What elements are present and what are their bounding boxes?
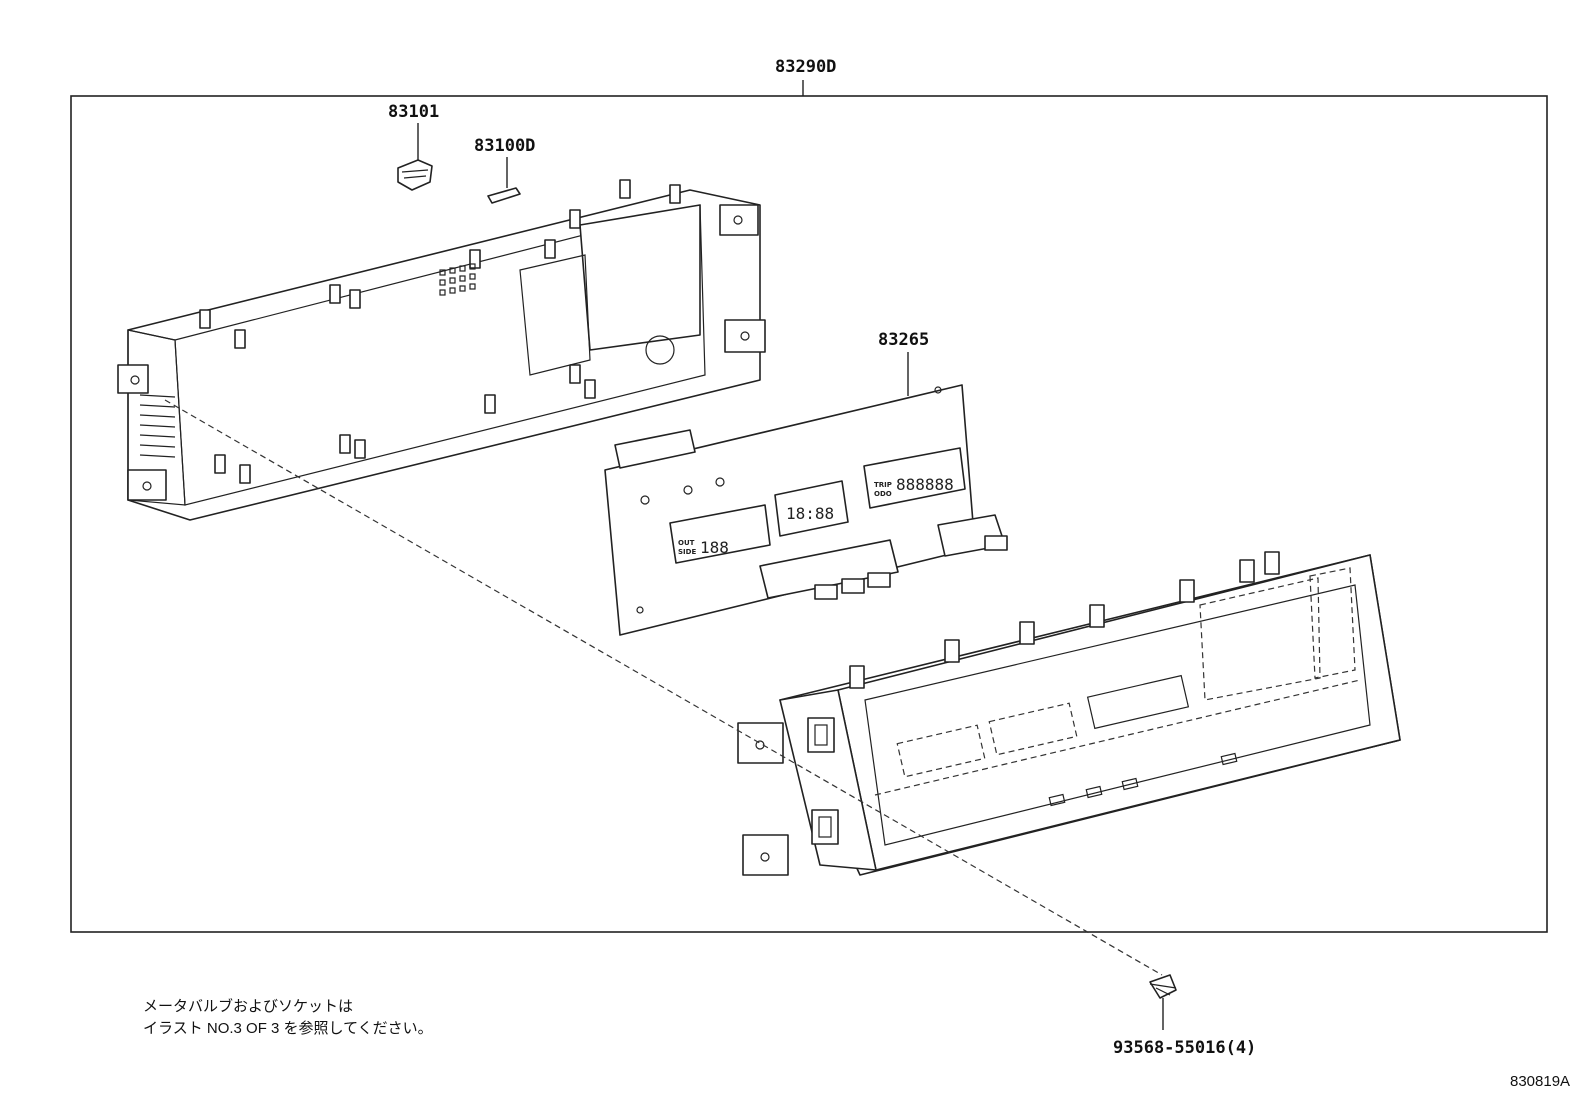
note-line-1: メータバルブおよびソケットは: [143, 997, 353, 1015]
svg-text:188: 188: [700, 538, 729, 557]
illustration-code: 830819A: [1510, 1073, 1570, 1090]
label-93568-55016[interactable]: 93568-55016(4): [1113, 1038, 1256, 1058]
assembly-frame: [70, 95, 1548, 933]
meter-bulb[interactable]: [487, 187, 521, 204]
svg-text:SIDE: SIDE: [678, 548, 696, 556]
label-83101[interactable]: 83101: [388, 102, 439, 122]
label-83290D[interactable]: 83290D: [775, 57, 836, 77]
screw-axis: [164, 399, 1163, 976]
svg-text:18:88: 18:88: [786, 504, 834, 523]
svg-text:TRIP: TRIP: [874, 481, 892, 489]
odometer-display: [863, 447, 966, 509]
label-83100D[interactable]: 83100D: [474, 136, 535, 156]
outside-temp-display: [669, 504, 771, 564]
meter-lens-cover[interactable]: [737, 551, 1401, 876]
svg-text:OUT: OUT: [678, 539, 695, 547]
clock-display: [774, 480, 849, 537]
label-83265[interactable]: 83265: [878, 330, 929, 350]
svg-text:ODO: ODO: [874, 490, 892, 498]
rear-housing[interactable]: [117, 179, 766, 521]
bulb-socket[interactable]: [397, 159, 433, 191]
tapping-screw[interactable]: [1149, 974, 1177, 999]
circuit-plate[interactable]: OUT SIDE 188 18:88 TRIP ODO 888888: [604, 384, 1008, 636]
note-line-2: イラスト NO.3 OF 3 を参照してください。: [143, 1020, 433, 1037]
svg-text:888888: 888888: [896, 475, 954, 494]
